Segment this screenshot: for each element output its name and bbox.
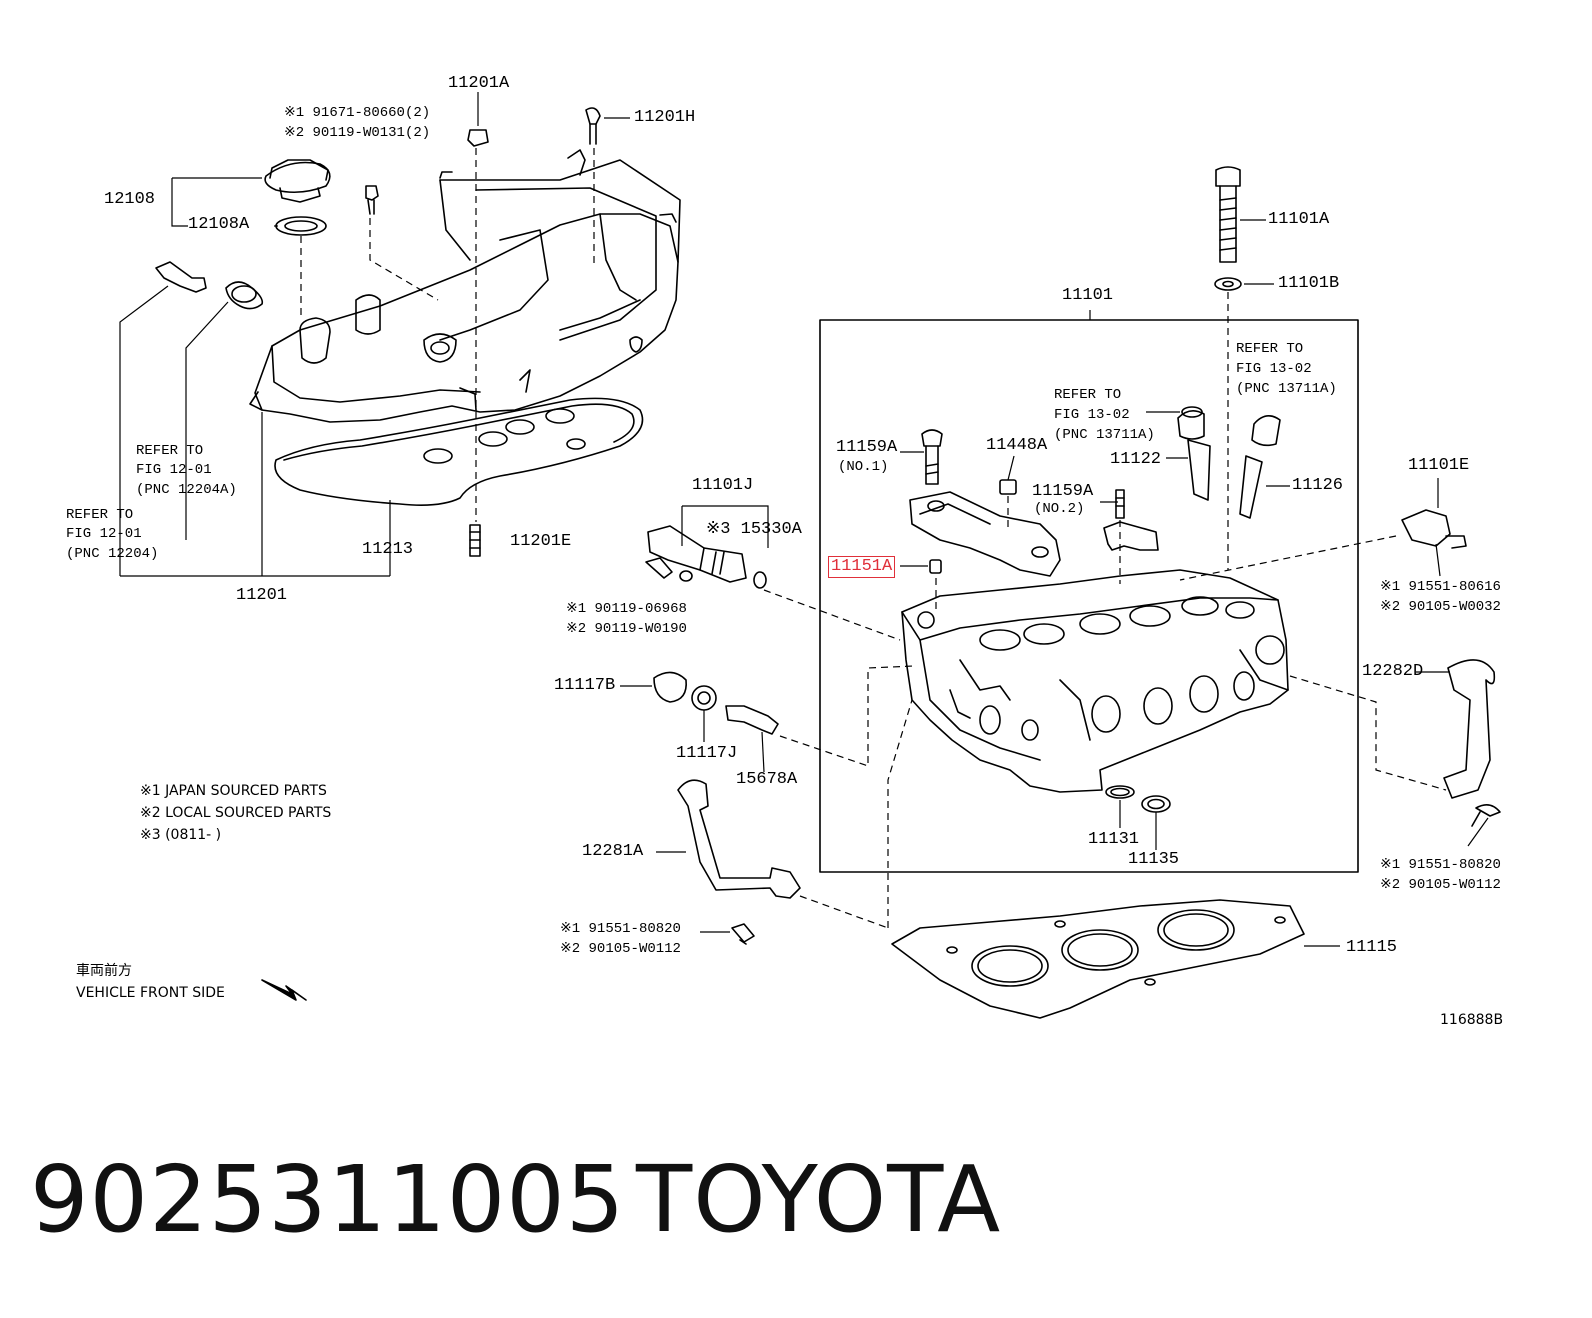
note5-line2: ※2 90105-W0112: [1380, 877, 1501, 893]
label-11115[interactable]: 11115: [1346, 938, 1398, 957]
note2-line2: ※2 90119-W0190: [566, 621, 687, 637]
label-12281A[interactable]: 12281A: [582, 842, 644, 861]
refer2-line3: (PNC 12204): [66, 546, 159, 562]
part-number: 9025311005: [30, 1146, 626, 1253]
label-11201H[interactable]: 11201H: [634, 108, 696, 127]
label-11117J[interactable]: 11117J: [676, 744, 738, 763]
label-12282D[interactable]: 12282D: [1362, 662, 1424, 681]
refer2-line1: REFER TO: [66, 507, 134, 523]
label-11201[interactable]: 11201: [236, 586, 288, 605]
label-11122[interactable]: 11122: [1110, 450, 1162, 469]
note3-line1: ※1 91551-80820: [560, 921, 681, 937]
note4-line1: ※1 91551-80616: [1380, 579, 1501, 595]
refer3-line2: FIG 13-02: [1054, 407, 1130, 423]
refer3-line3: (PNC 13711A): [1054, 427, 1155, 443]
label-11159A-no2-sub: (NO.2): [1034, 501, 1085, 517]
note1-line1: ※1 91671-80660(2): [284, 105, 431, 121]
refer1-line1: REFER TO: [136, 443, 204, 459]
label-11201E[interactable]: 11201E: [510, 532, 572, 551]
label-11101[interactable]: 11101: [1062, 286, 1114, 305]
label-15678A[interactable]: 15678A: [736, 770, 798, 789]
note1-line2: ※2 90119-W0131(2): [284, 125, 431, 141]
oil-filler-cap: [264, 159, 331, 236]
label-11135[interactable]: 11135: [1128, 850, 1180, 869]
refer2-line2: FIG 12-01: [66, 526, 142, 542]
label-11159A-no1-sub: (NO.1): [838, 459, 889, 475]
brand-name: TOYOTA: [636, 1146, 1002, 1253]
legend-japan: ※1 JAPAN SOURCED PARTS: [140, 783, 327, 799]
label-11126[interactable]: 11126: [1292, 476, 1344, 495]
label-11131[interactable]: 11131: [1088, 830, 1140, 849]
label-12108[interactable]: 12108: [104, 190, 156, 209]
label-11101E[interactable]: 11101E: [1408, 456, 1470, 475]
head-frame: [819, 319, 1359, 873]
label-11159A-no1[interactable]: 11159A: [836, 438, 898, 457]
refer4-line1: REFER TO: [1236, 341, 1304, 357]
cylinder-head-cover: [249, 149, 681, 423]
label-11101B[interactable]: 11101B: [1278, 274, 1340, 293]
refer3-line1: REFER TO: [1054, 387, 1122, 403]
legend-local: ※2 LOCAL SOURCED PARTS: [140, 805, 332, 821]
cylinder-head: [901, 569, 1289, 793]
note2-line1: ※1 90119-06968: [566, 601, 687, 617]
label-11448A[interactable]: 11448A: [986, 436, 1048, 455]
refer1-line3: (PNC 12204A): [136, 482, 237, 498]
label-11101A[interactable]: 11101A: [1268, 210, 1330, 229]
label-11201A[interactable]: 11201A: [448, 74, 510, 93]
label-11159A-no2[interactable]: 11159A: [1032, 482, 1094, 501]
refer4-line3: (PNC 13711A): [1236, 381, 1337, 397]
label-12108A[interactable]: 12108A: [188, 215, 250, 234]
legend-date: ※3 (0811- ): [140, 827, 222, 843]
note5-line1: ※1 91551-80820: [1380, 857, 1501, 873]
note4-line2: ※2 90105-W0032: [1380, 599, 1501, 615]
label-11101J[interactable]: 11101J: [692, 476, 754, 495]
refer1-line2: FIG 12-01: [136, 462, 212, 478]
front-side-en: VEHICLE FRONT SIDE: [76, 985, 225, 1001]
refer4-line2: FIG 13-02: [1236, 361, 1312, 377]
front-side-jp: 車両前方: [76, 963, 132, 979]
figure-id: 116888B: [1440, 1012, 1504, 1028]
label-11151A-highlighted[interactable]: 11151A: [828, 556, 896, 578]
note3-line2: ※2 90105-W0112: [560, 941, 681, 957]
label-15330A[interactable]: ※3 15330A: [706, 520, 802, 539]
head-gasket: [891, 899, 1305, 1019]
label-11213[interactable]: 11213: [362, 540, 414, 559]
cover-gasket: [274, 397, 644, 506]
label-11117B[interactable]: 11117B: [554, 676, 616, 695]
